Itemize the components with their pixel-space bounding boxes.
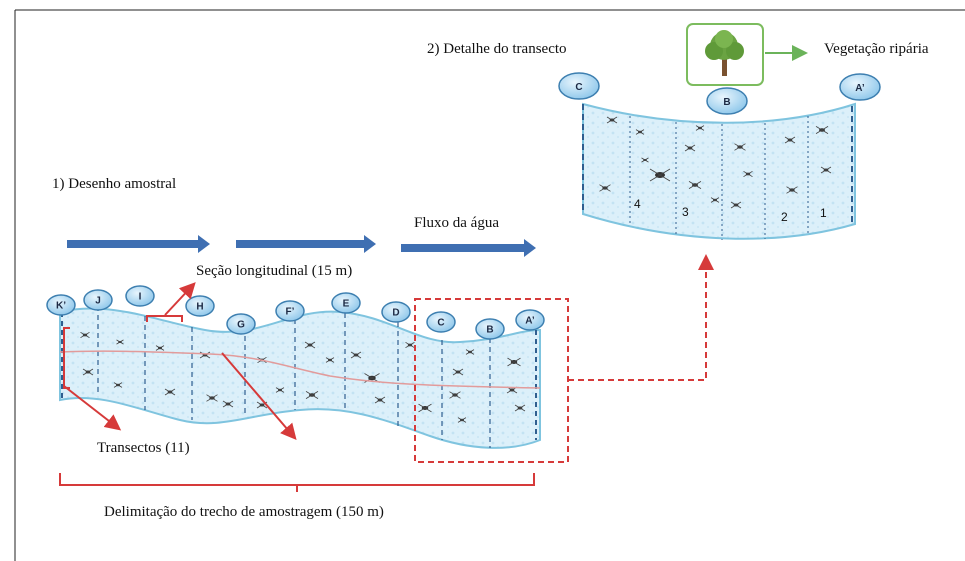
insect-icon (514, 404, 526, 412)
flow-arrows (67, 235, 536, 257)
detail-transect-lines (582, 104, 853, 240)
insect-icon (374, 396, 386, 404)
insect-icon (695, 125, 705, 131)
flow-label: Fluxo da água (414, 215, 499, 231)
main-marker-j: J (83, 289, 113, 311)
svg-text:B: B (486, 325, 493, 336)
insect-icon (452, 368, 464, 376)
svg-text:D: D (392, 308, 399, 319)
insect-icon (820, 166, 832, 174)
riparian-label: Vegetação ripária (824, 41, 929, 57)
insect-icon (649, 168, 671, 182)
insect-icon (710, 197, 720, 203)
insect-icon (116, 339, 124, 345)
svg-text:K’: K’ (56, 301, 66, 312)
insect-icon (815, 126, 829, 134)
main-river (59, 307, 541, 449)
detail-connector (568, 254, 714, 381)
svg-text:F’: F’ (286, 307, 295, 318)
main-markers: K’ J I H G F’ E D C B A’ (46, 285, 545, 340)
insect-icon (350, 351, 362, 359)
flow-direction-arrow (221, 352, 297, 441)
main-marker-g: G (226, 313, 256, 335)
insect-icon (164, 388, 176, 396)
detail-number-2: 2 (781, 210, 788, 224)
longitudinal-arrow (164, 282, 196, 316)
detail-number-4: 4 (634, 197, 641, 211)
insect-icon (734, 143, 746, 151)
flow-arrow-2 (236, 235, 376, 253)
insect-icon (325, 357, 335, 363)
main-marker-c: C (426, 311, 456, 333)
main-marker-i: I (125, 285, 155, 307)
tree-icon (705, 30, 744, 76)
insect-icon (465, 349, 475, 355)
insect-icon (80, 331, 90, 339)
longitudinal-label: Seção longitudinal (15 m) (196, 263, 352, 279)
insect-icon (688, 181, 702, 189)
longitudinal-center-line (59, 350, 541, 389)
transects-arrow (63, 385, 122, 431)
svg-text:C: C (575, 82, 582, 93)
sampling-title: 1) Desenho amostral (52, 176, 176, 192)
delimitation-label: Delimitação do trecho de amostragem (150… (104, 504, 384, 520)
delimitation-bracket (59, 473, 535, 492)
detail-river (582, 102, 856, 240)
insect-icon (304, 341, 316, 349)
insect-icon (784, 136, 796, 144)
main-marker-k: K’ (46, 294, 76, 316)
detail-title: 2) Detalhe do transecto (427, 41, 567, 57)
longitudinal-bracket (146, 315, 183, 322)
insect-icon (730, 201, 742, 209)
insect-icon (113, 382, 123, 388)
main-marker-f: F’ (275, 300, 305, 322)
insect-icon (684, 144, 696, 152)
insect-icon (786, 186, 798, 194)
main-transect-lines (61, 306, 537, 448)
main-marker-h: H (185, 295, 215, 317)
svg-text:A’: A’ (855, 83, 865, 94)
insect-icon (606, 116, 618, 124)
insect-icon (449, 391, 461, 399)
detail-number-1: 1 (820, 206, 827, 220)
insect-icon (641, 157, 649, 163)
transects-label: Transectos (11) (97, 440, 190, 456)
main-marker-a: A’ (515, 309, 545, 331)
detail-insects (599, 116, 832, 209)
svg-text:E: E (343, 299, 350, 310)
svg-text:A’: A’ (525, 316, 535, 327)
insect-icon (256, 401, 268, 409)
svg-text:J: J (95, 296, 101, 307)
main-marker-e: E (331, 292, 361, 314)
svg-text:C: C (437, 318, 444, 329)
flow-arrow-1 (67, 235, 210, 253)
insect-icon (206, 394, 218, 402)
insect-icon (155, 345, 165, 351)
insect-icon (418, 403, 432, 413)
riparian-tree-box (686, 23, 764, 86)
insect-icon (405, 341, 415, 349)
insect-icon (507, 357, 521, 367)
insect-icon (82, 368, 94, 376)
svg-text:G: G (237, 320, 245, 331)
insect-icon (599, 184, 611, 192)
insect-icon (275, 387, 285, 393)
main-marker-b: B (475, 318, 505, 340)
svg-text:B: B (723, 97, 730, 108)
detail-marker-b: B (706, 87, 748, 115)
svg-text:H: H (196, 302, 203, 313)
insect-icon (305, 391, 319, 399)
insect-icon (743, 170, 753, 178)
main-marker-d: D (381, 301, 411, 323)
detail-marker-c: C (558, 72, 600, 100)
svg-text:I: I (139, 292, 142, 303)
flow-arrow-3 (401, 239, 536, 257)
detail-number-3: 3 (682, 205, 689, 219)
detail-marker-a: A’ (839, 73, 881, 101)
insect-icon (222, 400, 234, 408)
insect-icon (457, 417, 467, 423)
insect-icon (635, 129, 645, 135)
